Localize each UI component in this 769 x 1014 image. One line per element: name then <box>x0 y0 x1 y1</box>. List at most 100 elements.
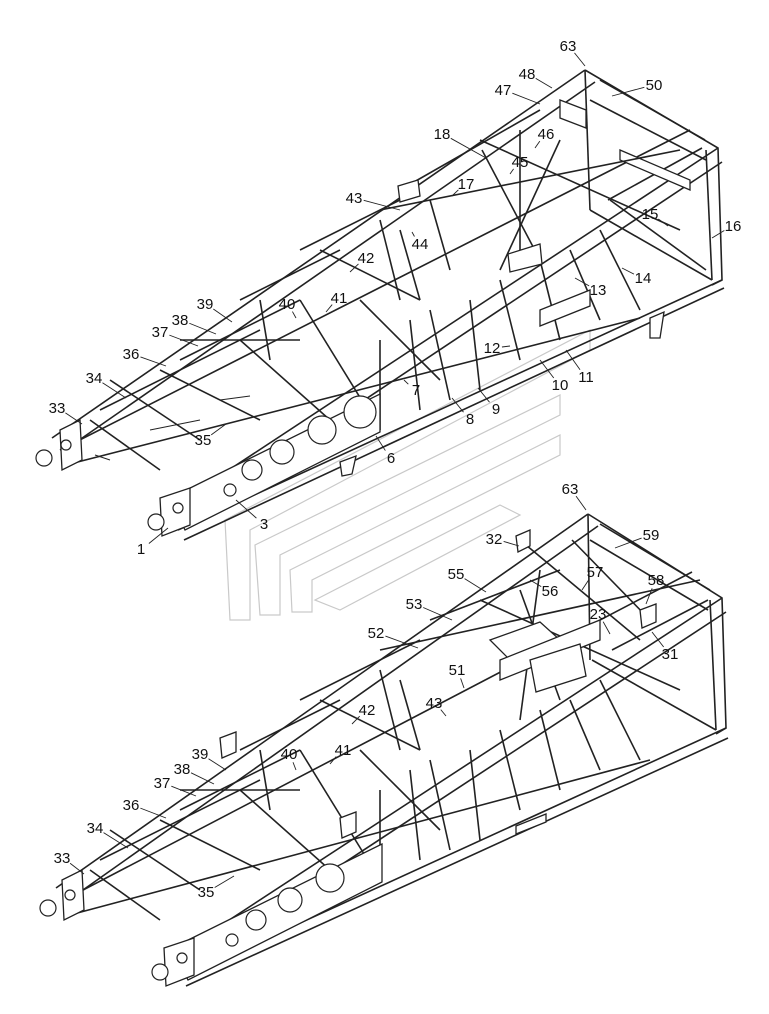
leader-line-lower-39 <box>208 758 227 771</box>
leader-line-upper-16 <box>711 230 725 239</box>
part-label-upper-3: 3 <box>260 516 268 533</box>
leader-line-upper-39 <box>213 308 233 323</box>
part-label-upper-11: 11 <box>578 369 594 386</box>
part-label-lower-63: 63 <box>562 481 579 498</box>
leader-line-lower-23 <box>602 621 611 635</box>
part-label-upper-1: 1 <box>137 541 145 558</box>
leader-line-upper-12 <box>501 345 511 348</box>
part-label-upper-33: 33 <box>49 400 66 417</box>
part-label-upper-13: 13 <box>590 282 607 299</box>
part-label-lower-39: 39 <box>192 746 209 763</box>
leader-line-lower-58 <box>645 588 653 605</box>
part-label-lower-58: 58 <box>648 572 665 589</box>
part-label-upper-10: 10 <box>552 377 569 394</box>
leader-line-upper-35 <box>210 423 227 436</box>
part-label-upper-6: 6 <box>387 450 395 467</box>
leader-line-upper-41 <box>325 304 333 313</box>
part-label-lower-31: 31 <box>662 646 679 663</box>
part-label-lower-33: 33 <box>54 850 71 867</box>
part-label-upper-7: 7 <box>412 382 420 399</box>
upper-boom-section <box>35 69 725 541</box>
part-label-lower-56: 56 <box>542 583 559 600</box>
leader-line-lower-37 <box>171 785 197 797</box>
leader-line-lower-56 <box>529 579 542 588</box>
part-label-lower-59: 59 <box>643 527 660 544</box>
part-label-upper-43: 43 <box>346 190 363 207</box>
leader-line-lower-34 <box>103 832 129 849</box>
part-label-upper-45: 45 <box>512 154 529 171</box>
part-label-lower-35: 35 <box>198 884 215 901</box>
leader-line-upper-63 <box>574 52 586 67</box>
part-label-lower-57: 57 <box>587 564 604 581</box>
leader-line-upper-36 <box>140 356 167 367</box>
part-label-upper-8: 8 <box>466 411 474 428</box>
part-label-upper-47: 47 <box>495 82 512 99</box>
leader-line-lower-31 <box>651 631 665 648</box>
part-label-upper-41: 41 <box>331 290 348 307</box>
part-label-upper-37: 37 <box>152 324 169 341</box>
leader-line-upper-1 <box>148 527 169 544</box>
leader-line-upper-43 <box>363 199 401 211</box>
part-label-upper-17: 17 <box>458 176 475 193</box>
leader-line-lower-63 <box>575 495 587 511</box>
part-label-upper-16: 16 <box>725 218 742 235</box>
leader-line-lower-59 <box>614 537 642 549</box>
part-label-upper-14: 14 <box>635 270 652 287</box>
leader-line-lower-35 <box>214 875 235 888</box>
part-label-upper-36: 36 <box>123 346 140 363</box>
leader-line-upper-48 <box>535 78 553 89</box>
part-label-lower-40: 40 <box>281 746 298 763</box>
leader-line-lower-43 <box>440 709 447 717</box>
part-label-upper-39: 39 <box>197 296 214 313</box>
leader-line-lower-51 <box>460 678 465 689</box>
leader-line-upper-9 <box>477 387 490 403</box>
part-label-lower-38: 38 <box>174 761 191 778</box>
leader-line-lower-55 <box>464 578 487 593</box>
leader-line-upper-10 <box>539 359 555 379</box>
leader-line-lower-33 <box>69 862 85 875</box>
lower-boom-section <box>39 513 729 987</box>
part-label-upper-42: 42 <box>358 250 375 267</box>
part-label-upper-46: 46 <box>538 126 555 143</box>
leader-line-upper-34 <box>102 382 127 399</box>
leader-line-upper-15 <box>658 218 669 227</box>
part-label-upper-9: 9 <box>492 401 500 418</box>
part-label-lower-41: 41 <box>335 742 352 759</box>
part-label-upper-15: 15 <box>642 206 659 223</box>
leader-line-upper-40 <box>292 311 297 319</box>
leader-line-upper-14 <box>621 267 635 275</box>
leader-line-upper-3 <box>235 499 257 519</box>
part-label-upper-34: 34 <box>86 370 103 387</box>
part-label-lower-43: 43 <box>426 695 443 712</box>
leader-line-upper-8 <box>451 397 464 413</box>
part-label-lower-23: 23 <box>590 606 607 623</box>
leader-line-lower-38 <box>190 772 215 785</box>
leader-line-lower-57 <box>581 579 590 591</box>
leader-line-upper-46 <box>534 140 541 149</box>
leader-line-lower-52 <box>385 635 419 649</box>
label-leader-lines <box>65 52 725 888</box>
part-label-upper-18: 18 <box>434 126 451 143</box>
leader-line-upper-11 <box>565 349 581 371</box>
leader-line-upper-7 <box>403 379 409 385</box>
leader-line-lower-40 <box>292 762 297 771</box>
part-label-upper-35: 35 <box>195 432 212 449</box>
leader-line-upper-42 <box>349 263 359 273</box>
part-label-upper-63: 63 <box>560 38 577 55</box>
part-label-lower-34: 34 <box>87 820 104 837</box>
part-label-upper-48: 48 <box>519 66 536 83</box>
leader-line-lower-53 <box>423 607 453 621</box>
leader-line-upper-44 <box>411 231 415 237</box>
part-label-upper-40: 40 <box>279 296 296 313</box>
leader-line-upper-13 <box>574 277 590 287</box>
part-label-lower-42: 42 <box>359 702 376 719</box>
leader-line-upper-6 <box>375 435 386 451</box>
leader-line-lower-41 <box>329 756 337 765</box>
part-label-upper-50: 50 <box>646 77 663 94</box>
part-label-upper-38: 38 <box>172 312 189 329</box>
leader-line-upper-47 <box>512 92 541 105</box>
leader-line-upper-18 <box>450 137 487 159</box>
